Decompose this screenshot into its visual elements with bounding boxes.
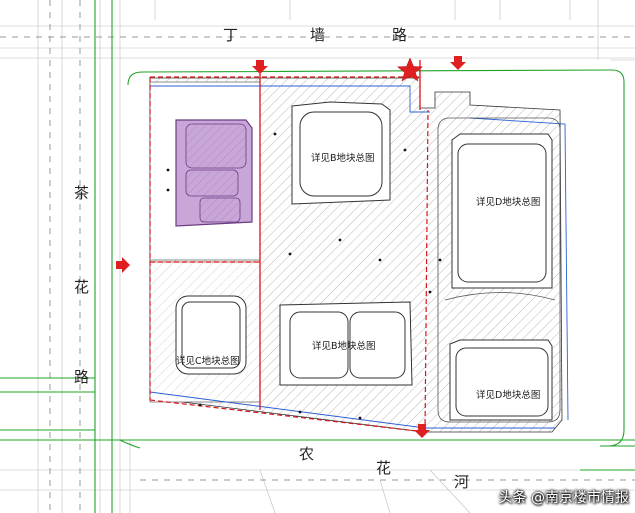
road-name-north-char: 丁 (223, 26, 239, 44)
plot-label-b-top: 详见B地块总图 (311, 153, 375, 164)
plot-label-b-bottom: 详见B地块总图 (312, 341, 376, 352)
entrance-arrow-icon (116, 257, 130, 273)
road-name-west-char: 花 (74, 278, 90, 296)
entrance-arrows (116, 56, 466, 438)
highlighted-tower (175, 119, 253, 227)
entrance-arrow-icon (414, 424, 430, 438)
detail-marks (166, 132, 442, 420)
watermark: 头条 @南京楼市情报 (498, 490, 629, 506)
entrance-arrow-icon (450, 56, 466, 70)
star-icon (396, 57, 424, 82)
entrance-arrow-icon (252, 60, 268, 74)
plot-label-c: 详见C地块总图 (176, 356, 240, 367)
d-plot-roads (437, 117, 561, 423)
site-boundary-lines (149, 76, 429, 433)
plot-label-d-top: 详见D地块总图 (476, 197, 541, 208)
b-plot-buildings (279, 101, 413, 386)
d-plot-buildings (449, 133, 553, 421)
plot-label-d-bottom: 详见D地块总图 (476, 390, 541, 401)
road-name-west-char: 路 (74, 368, 90, 386)
road-name-north-char: 墙 (310, 26, 326, 44)
river-name-char: 河 (454, 473, 470, 491)
road-name-west-char: 茶 (74, 184, 90, 202)
c-plot-building (175, 295, 247, 375)
road-name-south-char: 农 (299, 445, 315, 463)
road-name-north-char: 路 (392, 26, 408, 44)
road-name-south-char: 花 (376, 459, 392, 477)
